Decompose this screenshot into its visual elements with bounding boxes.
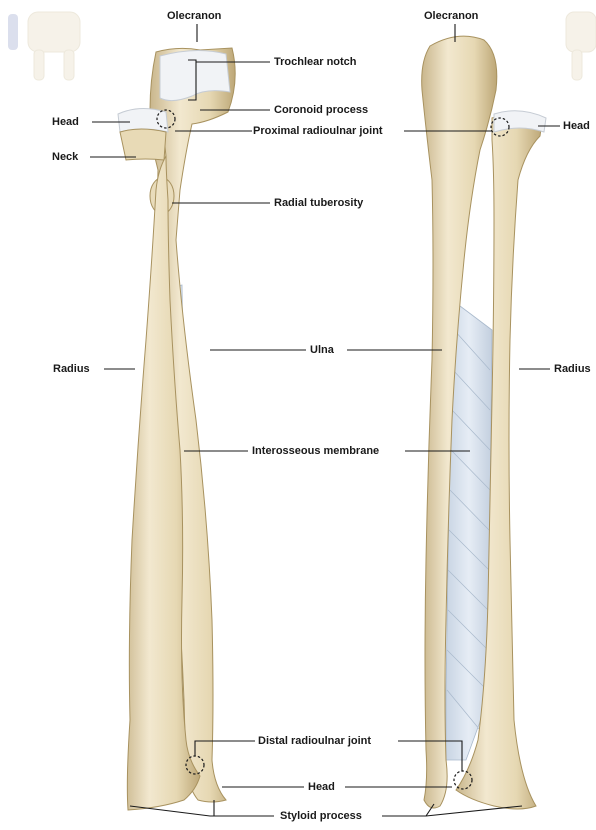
label-proximal-radioulnar-joint: Proximal radioulnar joint (253, 125, 383, 137)
label-styloid-process: Styloid process (280, 810, 362, 822)
label-radius-posterior: Radius (554, 363, 591, 375)
label-radial-tuberosity: Radial tuberosity (274, 197, 363, 209)
label-ulna: Ulna (310, 344, 334, 356)
label-neck: Neck (52, 151, 78, 163)
label-olecranon-anterior: Olecranon (167, 10, 221, 22)
label-head-ulna: Head (308, 781, 335, 793)
skeleton-thumbnail-right (566, 12, 596, 80)
label-interosseous-membrane: Interosseous membrane (252, 445, 379, 457)
label-olecranon-posterior: Olecranon (424, 10, 478, 22)
skeleton-thumbnail-left (8, 12, 80, 80)
label-coronoid-process: Coronoid process (274, 104, 368, 116)
label-head-radius-anterior: Head (52, 116, 79, 128)
label-distal-radioulnar-joint: Distal radioulnar joint (258, 735, 371, 747)
label-head-radius-posterior: Head (563, 120, 590, 132)
label-radius-anterior: Radius (53, 363, 90, 375)
radial-neck-anterior (120, 129, 166, 160)
label-trochlear-notch: Trochlear notch (274, 56, 357, 68)
